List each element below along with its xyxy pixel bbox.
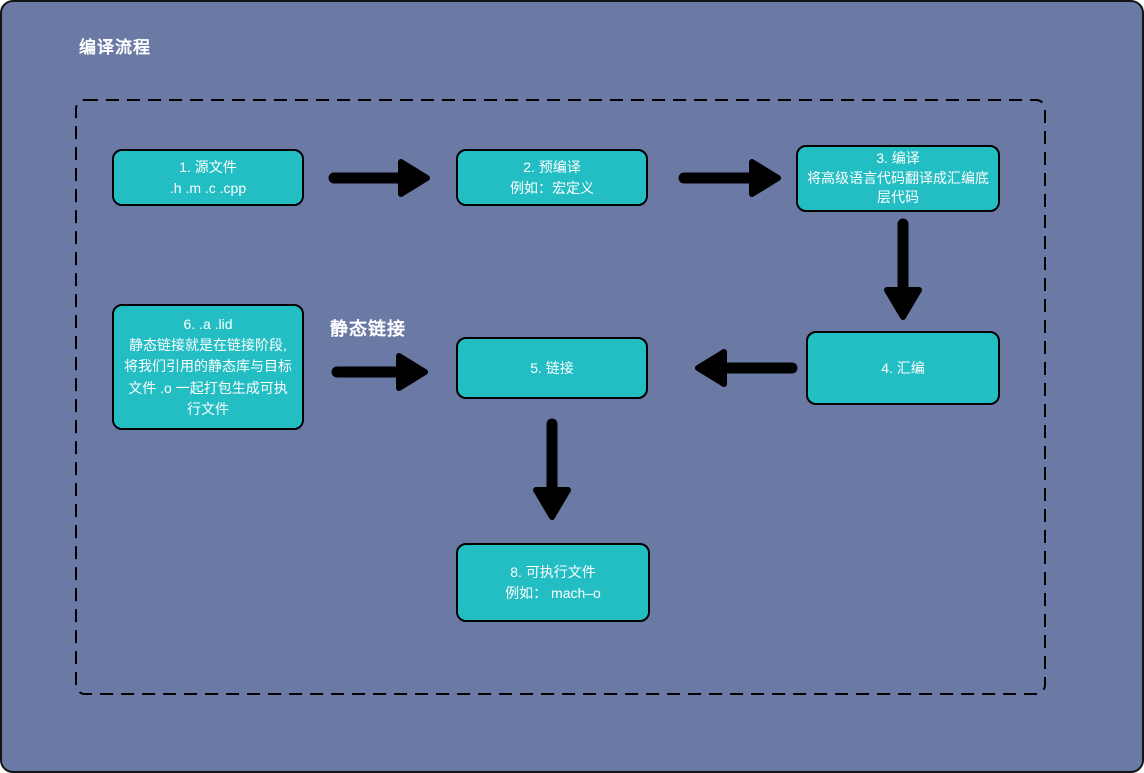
node-4-assemble[interactable]: 4. 汇编	[806, 331, 1000, 405]
node-title: 8. 可执行文件	[510, 563, 596, 580]
node-2-precompile[interactable]: 2. 预编译 例如：宏定义	[456, 149, 648, 206]
arrow-source-to-precompile-icon	[328, 159, 430, 197]
node-title: 3. 编译	[876, 150, 920, 167]
static-link-edge-label: 静态链接	[330, 319, 406, 339]
arrow-link-to-executable-icon	[533, 418, 571, 520]
node-title: 5. 链接	[530, 359, 574, 376]
arrow-staticlib-to-link-icon	[331, 353, 428, 391]
arrow-compile-to-assemble-icon	[884, 218, 922, 320]
node-6-static-library[interactable]: 6. .a .lid 静态链接就是在链接阶段, 将我们引用的静态库与目标 文件 …	[112, 304, 304, 430]
node-title: 4. 汇编	[881, 359, 925, 376]
node-1-source-file[interactable]: 1. 源文件 .h .m .c .cpp	[112, 149, 304, 206]
node-3-compile[interactable]: 3. 编译 将高级语言代码翻译成汇编底 层代码	[796, 145, 1000, 212]
page-title: 编译流程	[79, 38, 151, 57]
node-8-executable[interactable]: 8. 可执行文件 例如： mach–o	[456, 543, 650, 622]
node-subtitle: 静态链接就是在链接阶段, 将我们引用的静态库与目标 文件 .o 一起打包生成可执…	[124, 337, 292, 417]
node-5-link[interactable]: 5. 链接	[456, 337, 648, 399]
node-title: 6. .a .lid	[183, 315, 233, 332]
node-title: 2. 预编译	[523, 158, 581, 175]
node-title: 1. 源文件	[179, 158, 237, 175]
node-subtitle: 例如： mach–o	[505, 584, 601, 601]
node-subtitle: 例如：宏定义	[510, 179, 594, 196]
arrow-precompile-to-compile-icon	[678, 159, 781, 197]
node-subtitle: 将高级语言代码翻译成汇编底 层代码	[807, 169, 989, 206]
node-subtitle: .h .m .c .cpp	[169, 179, 247, 196]
arrow-assemble-to-link-icon	[695, 349, 798, 387]
